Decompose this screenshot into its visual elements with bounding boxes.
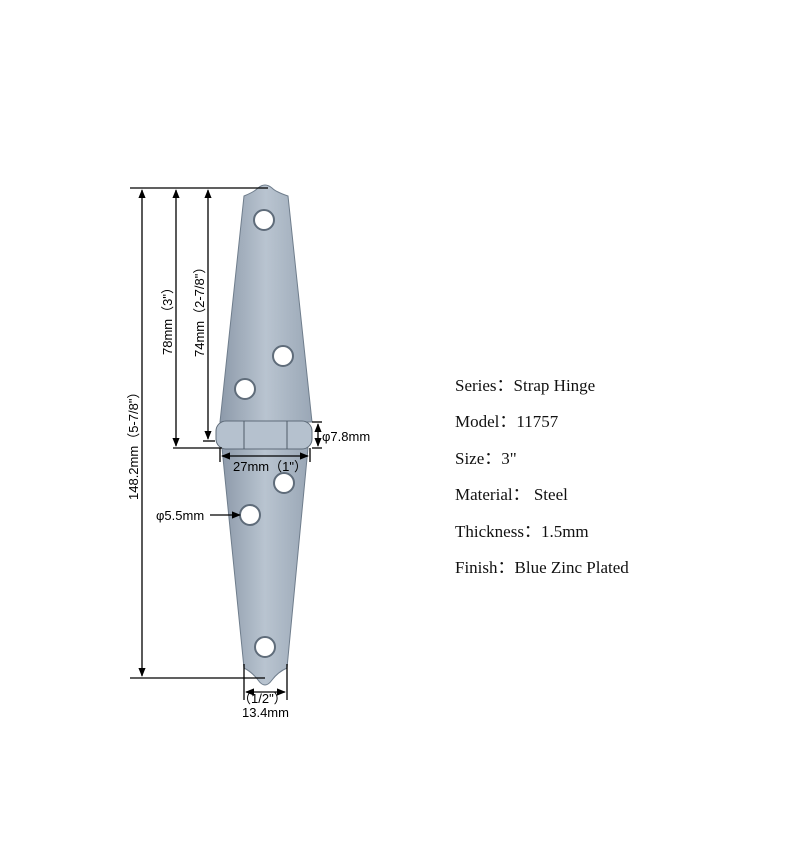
dimension-lines [130, 187, 322, 700]
spec-value: 11757 [516, 412, 559, 432]
knuckle-width-label: 27mm（1"） [233, 459, 307, 474]
spec-list: Series：Strap Hinge Model：11757 Size：3" M… [455, 374, 629, 592]
spec-finish: Finish：Blue Zinc Plated [455, 556, 629, 592]
spec-model: Model：11757 [455, 410, 629, 446]
leaf-length-label: 78mm（3"） [160, 281, 175, 355]
tip-width-inch-label: （1/2"） [238, 691, 287, 706]
spec-thickness: Thickness：1.5mm [455, 520, 629, 556]
tip-width-mm-label: 13.4mm [242, 705, 289, 720]
spec-value: 3" [501, 448, 517, 468]
hinge-knuckle [215, 420, 313, 450]
total-length-label: 148.2mm（5-7/8"） [126, 386, 141, 500]
spec-value: Steel [529, 485, 568, 505]
screw-holes [234, 209, 295, 658]
leaf-to-pin-label: 74mm（2-7/8"） [192, 261, 207, 357]
spec-value: Blue Zinc Plated [514, 557, 629, 577]
hole-diameter-label: φ5.5mm [156, 508, 204, 523]
spec-label: Size： [455, 448, 502, 468]
spec-label: Material： [455, 485, 530, 505]
spec-series: Series：Strap Hinge [455, 374, 629, 410]
spec-label: Thickness： [455, 521, 541, 541]
spec-label: Finish： [455, 557, 515, 577]
spec-label: Model： [455, 412, 517, 432]
pin-diameter-label: φ7.8mm [322, 429, 370, 444]
spec-size: Size：3" [455, 447, 629, 483]
spec-label: Series： [455, 376, 514, 395]
spec-value: Strap Hinge [513, 376, 596, 395]
spec-value: 1.5mm [540, 521, 589, 541]
spec-material: Material： Steel [455, 483, 629, 519]
hinge [215, 184, 313, 686]
